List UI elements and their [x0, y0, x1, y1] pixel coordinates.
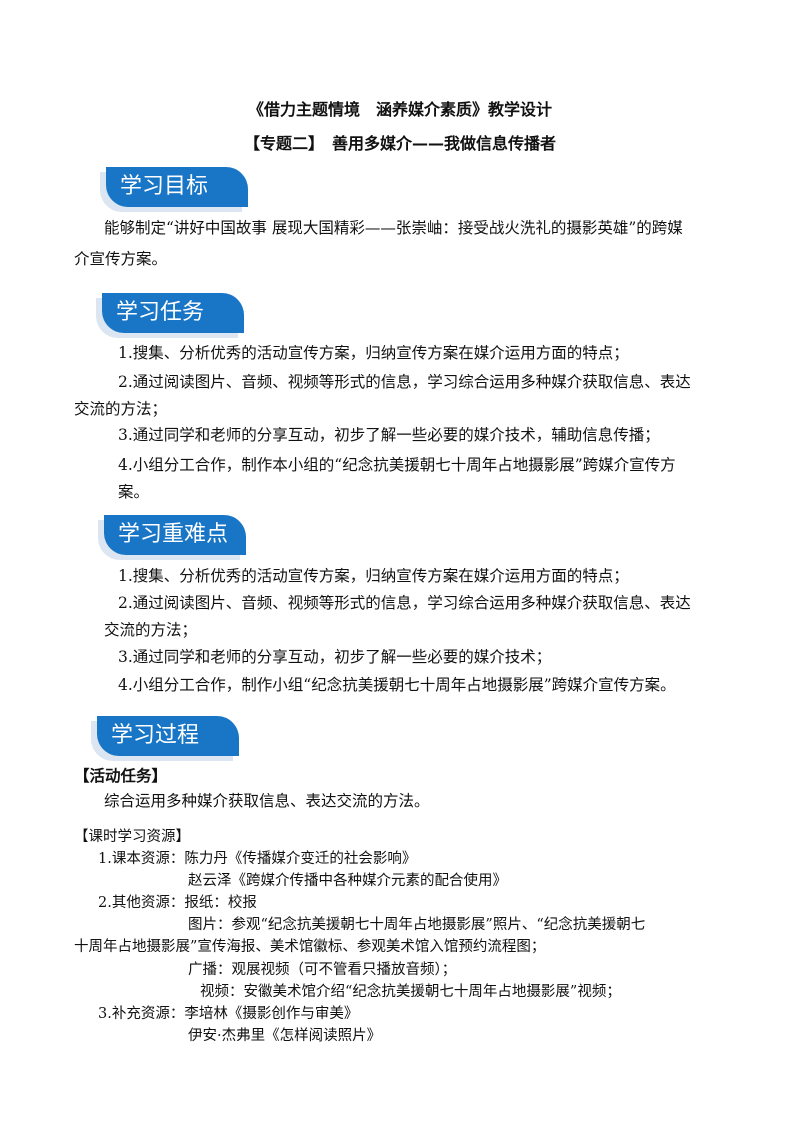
activity-label: 【活动任务】 — [74, 766, 168, 785]
key-points-line: 1.搜集、分析优秀的活动宣传方案，归纳宣传方案在媒介运用方面的特点； — [118, 567, 629, 585]
objectives-line: 能够制定“讲好中国故事 展现大国精彩——张崇岫：接受战火洗礼的摄影英雄”的跨媒 — [104, 219, 683, 237]
resource-line: 赵云泽《跨媒介传播中各种媒介元素的配合使用》 — [188, 873, 507, 889]
section-heading-process: 学习过程 — [97, 716, 239, 756]
resource-line: 伊安·杰弗里《怎样阅读照片》 — [188, 1028, 382, 1044]
resource-line: 3.补充资源：李培林《摄影创作与审美》 — [98, 1006, 359, 1022]
section-heading-objectives: 学习目标 — [106, 167, 248, 207]
document-subtitle: 【专题二】 善用多媒介——我做信息传播者 — [243, 134, 556, 153]
resources-label: 【课时学习资源】 — [74, 829, 190, 845]
key-points-line: 2.通过阅读图片、音频、视频等形式的信息，学习综合运用多种媒介获取信息、表达 — [118, 594, 691, 612]
key-points-line: 4.小组分工合作，制作小组“纪念抗美援朝七十周年占地摄影展”跨媒介宣传方案。 — [118, 676, 676, 694]
activity-text: 综合运用多种媒介获取信息、表达交流的方法。 — [104, 792, 430, 810]
key-points-line: 交流的方法； — [104, 621, 198, 639]
section-heading-key-points: 学习重难点 — [104, 515, 246, 555]
resource-line: 广播：观展视频（可不管看只播放音频）； — [188, 962, 457, 978]
tasks-line: 4.小组分工合作，制作本小组的“纪念抗美援朝七十周年占地摄影展”跨媒介宣传方 — [118, 456, 676, 474]
tasks-line: 3.通过同学和老师的分享互动，初步了解一些必要的媒介技术，辅助信息传播； — [118, 426, 660, 444]
resource-line: 图片：参观“纪念抗美援朝七十周年占地摄影展”照片、“纪念抗美援朝七 — [188, 917, 646, 933]
resource-line: 十周年占地摄影展”宣传海报、美术馆徽标、参观美术馆入馆预约流程图； — [74, 939, 546, 955]
tasks-line: 交流的方法； — [74, 400, 168, 418]
tasks-line: 案。 — [118, 483, 150, 501]
resource-line: 1.课本资源：陈力丹《传播媒介变迁的社会影响》 — [98, 851, 417, 867]
objectives-line: 介宣传方案。 — [74, 250, 168, 268]
tasks-line: 2.通过阅读图片、音频、视频等形式的信息，学习综合运用多种媒介获取信息、表达 — [118, 373, 691, 391]
section-heading-tasks: 学习任务 — [102, 293, 244, 333]
resource-line: 2.其他资源：报纸：校报 — [98, 895, 257, 911]
resource-line: 视频：安徽美术馆介绍“纪念抗美援朝七十周年占地摄影展”视频； — [200, 984, 621, 1000]
tasks-line: 1.搜集、分析优秀的活动宣传方案，归纳宣传方案在媒介运用方面的特点； — [118, 344, 629, 362]
document-title: 《借力主题情境 涵养媒介素质》教学设计 — [247, 100, 552, 119]
key-points-line: 3.通过同学和老师的分享互动，初步了解一些必要的媒介技术； — [118, 648, 552, 666]
